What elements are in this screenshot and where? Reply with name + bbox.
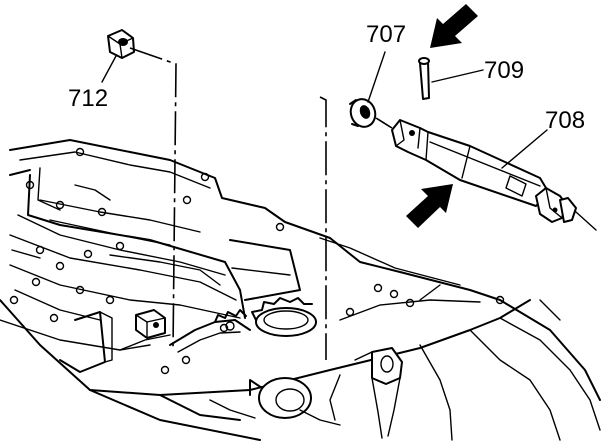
leader-712 <box>101 55 117 83</box>
part-708-valve <box>391 119 597 231</box>
leader-707 <box>367 51 386 103</box>
callout-709: 709 <box>484 57 524 84</box>
callout-707: 707 <box>366 21 406 48</box>
callout-708: 708 <box>545 107 585 134</box>
alignment-line-712 <box>129 47 177 351</box>
arrow-top <box>430 4 478 48</box>
part-707-seal <box>349 98 377 128</box>
leader-708 <box>501 129 548 169</box>
callout-labels: 707 709 708 712 <box>68 21 585 134</box>
arrow-bottom <box>406 184 453 228</box>
alignment-line-707 <box>319 96 327 360</box>
leader-lines <box>101 51 548 169</box>
alignment-lines <box>129 47 393 360</box>
part-712-plug <box>107 29 135 59</box>
callout-712: 712 <box>68 85 108 112</box>
leader-709 <box>431 69 484 83</box>
part-709-pin <box>418 57 430 100</box>
